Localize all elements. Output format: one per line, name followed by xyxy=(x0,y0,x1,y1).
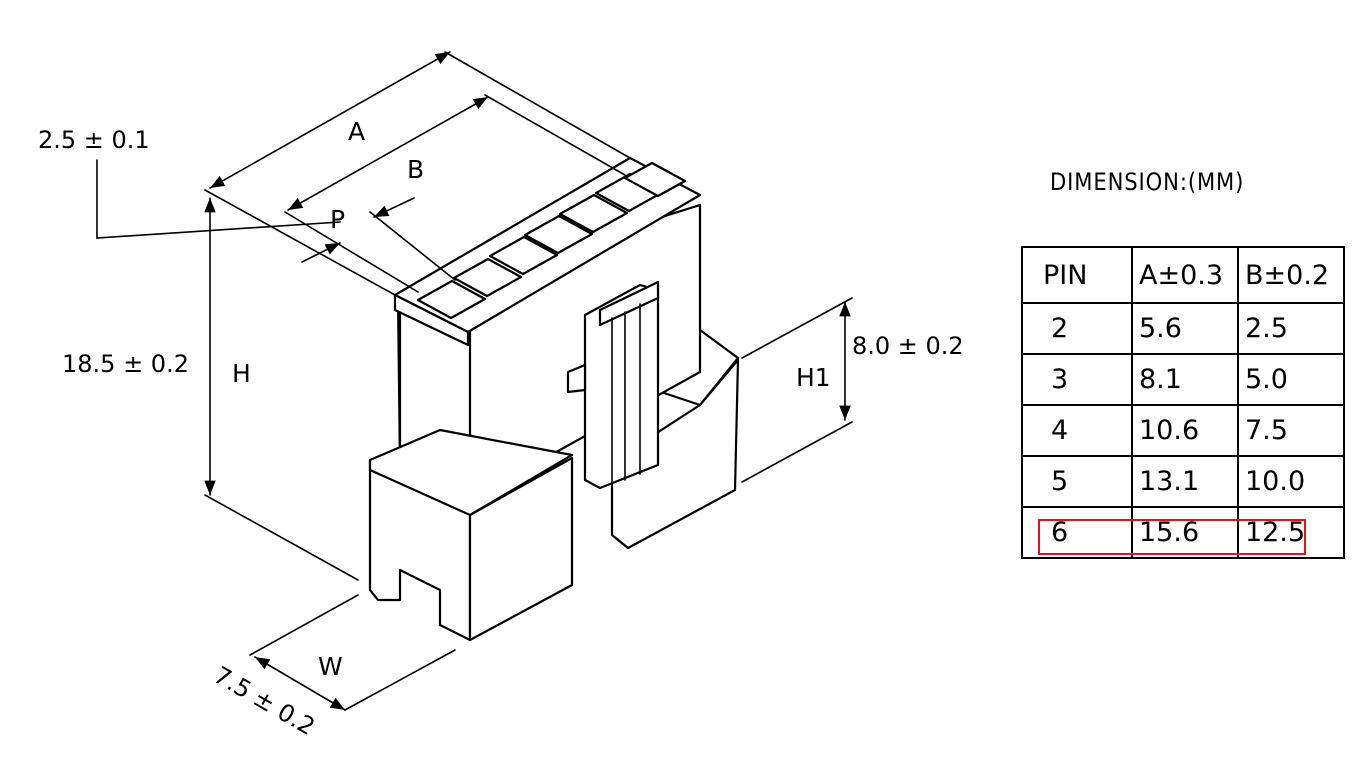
header-a: A±0.3 xyxy=(1131,246,1239,304)
cell-a: 15.6 xyxy=(1131,506,1239,559)
latch xyxy=(566,280,660,490)
cell-b: 12.5 xyxy=(1237,506,1345,559)
label-h: H xyxy=(232,359,251,388)
label-w: W xyxy=(318,652,343,681)
pin-cavities xyxy=(416,161,687,320)
dimension-b: B xyxy=(284,94,626,293)
label-p: P xyxy=(330,205,345,234)
dimension-p: P xyxy=(301,197,456,281)
table-row: 3 8.1 5.0 xyxy=(1021,353,1345,406)
label-h1: H1 xyxy=(796,363,831,392)
dimension-table-title: DIMENSIΟN:(MM) xyxy=(1050,168,1245,196)
dimension-h1: H1 8.0 ± 0.2 xyxy=(741,297,964,483)
table-row: 2 5.6 2.5 xyxy=(1021,302,1345,355)
table-row: 4 10.6 7.5 xyxy=(1021,404,1345,457)
cell-a: 10.6 xyxy=(1131,404,1239,457)
dimension-w: W 7.5 ± 0.2 xyxy=(209,594,456,741)
cell-b: 7.5 xyxy=(1237,404,1345,457)
table-row: 5 13.1 10.0 xyxy=(1021,455,1345,508)
cell-a: 13.1 xyxy=(1131,455,1239,508)
height-dimension: 18.5 ± 0.2 xyxy=(62,350,189,378)
pitch-leader: 2.5 ± 0.1 xyxy=(38,126,341,239)
cell-a: 8.1 xyxy=(1131,353,1239,406)
cell-pin: 3 xyxy=(1021,353,1133,406)
cell-pin: 2 xyxy=(1021,302,1133,355)
dimension-table: PIN A±0.3 B±0.2 2 5.6 2.5 3 8.1 5.0 4 10… xyxy=(1021,246,1345,559)
cell-pin: 5 xyxy=(1021,455,1133,508)
dimension-h: H 18.5 ± 0.2 xyxy=(62,197,359,581)
pitch-dimension: 2.5 ± 0.1 xyxy=(38,126,150,154)
cell-pin: 4 xyxy=(1021,404,1133,457)
cell-a: 5.6 xyxy=(1131,302,1239,355)
label-b: B xyxy=(407,155,424,184)
label-a: A xyxy=(348,117,365,146)
cell-b: 5.0 xyxy=(1237,353,1345,406)
row-highlight-box xyxy=(1038,519,1306,555)
width-dimension: 7.5 ± 0.2 xyxy=(209,661,320,741)
table-row-highlighted: 6 15.6 12.5 xyxy=(1021,506,1345,559)
table-header-row: PIN A±0.3 B±0.2 xyxy=(1021,246,1345,304)
h1-dimension: 8.0 ± 0.2 xyxy=(852,332,964,360)
cell-b: 10.0 xyxy=(1237,455,1345,508)
cell-b: 2.5 xyxy=(1237,302,1345,355)
header-pin: PIN xyxy=(1021,246,1133,304)
front-leg-block xyxy=(368,428,574,642)
header-b: B±0.2 xyxy=(1237,246,1345,304)
